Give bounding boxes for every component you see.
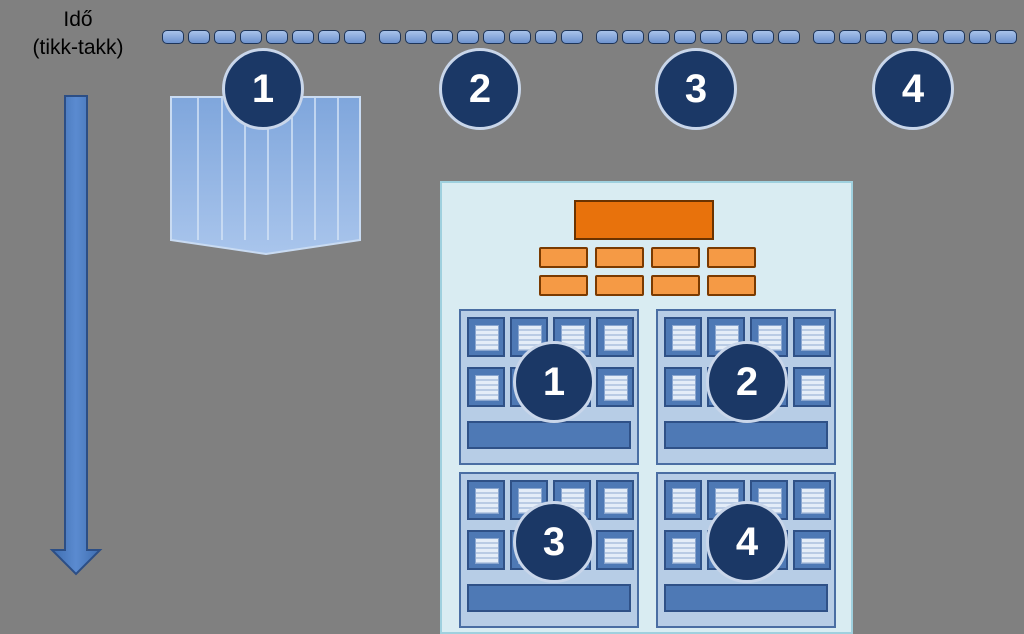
execution-unit [596,317,634,357]
cache-segment [651,275,700,296]
execution-unit [596,367,634,407]
core-bar [664,584,828,612]
thread-badge-4: 4 [872,48,954,130]
thread-segment [561,30,583,44]
execution-unit [467,317,505,357]
execution-unit [596,480,634,520]
execution-unit [467,367,505,407]
thread-badge-3: 3 [655,48,737,130]
thread-segment [891,30,913,44]
thread-segment [344,30,366,44]
thread-badge-label: 4 [901,66,925,111]
time-axis-label: Idő (tikk-takk) [8,6,148,62]
thread-segment [917,30,939,44]
thread-segment [318,30,340,44]
core-bar [467,421,631,449]
thread-chain-4 [813,30,1019,46]
thread-badge-2: 2 [439,48,521,130]
core-badge-label: 1 [542,359,566,404]
execution-unit [664,530,702,570]
core-badge-1: 1 [513,341,595,423]
thread-segment [292,30,314,44]
thread-segment [648,30,670,44]
thread-segment [752,30,774,44]
thread-segment [379,30,401,44]
thread-segment [674,30,696,44]
thread-badge-label: 1 [251,66,275,111]
thread-badge-1: 1 [222,48,304,130]
cache-segment [595,275,644,296]
core-3: 3 [459,472,639,628]
thread-chain-2 [379,30,585,46]
thread-chain-1 [162,30,368,46]
thread-segment [726,30,748,44]
thread-segment [405,30,427,44]
thread-badge-label: 3 [684,66,708,111]
thread-badge-label: 2 [468,66,492,111]
core-badge-2: 2 [706,341,788,423]
cache-segment [539,247,588,268]
execution-unit [553,480,591,520]
core-badge-label: 3 [542,519,566,564]
time-axis-unit: (tikk-takk) [32,36,124,59]
multicore-processor: 1 2 3 4 [440,181,853,634]
core-4: 4 [656,472,836,628]
thread-segment [266,30,288,44]
cache-segment [651,247,700,268]
cache-segment [595,247,644,268]
thread-segment [162,30,184,44]
time-arrow-icon [49,95,103,576]
thread-segment [839,30,861,44]
thread-segment [813,30,835,44]
execution-unit [596,530,634,570]
execution-unit [664,367,702,407]
core-bar [664,421,828,449]
thread-segment [700,30,722,44]
core-badge-4: 4 [706,501,788,583]
thread-segment [214,30,236,44]
thread-segment [509,30,531,44]
thread-segment [457,30,479,44]
execution-unit [793,317,831,357]
thread-segment [483,30,505,44]
thread-chain-3 [596,30,802,46]
thread-segment [995,30,1017,44]
thread-segment [943,30,965,44]
thread-segment [969,30,991,44]
instruction-block [170,96,361,256]
cache-segment [539,275,588,296]
core-bar [467,584,631,612]
core-badge-3: 3 [513,501,595,583]
thread-segment [865,30,887,44]
execution-unit [467,530,505,570]
shared-cache-block [574,200,714,240]
core-badge-label: 4 [735,519,759,564]
core-1: 1 [459,309,639,465]
cache-segment [707,275,756,296]
execution-unit [467,480,505,520]
execution-unit [664,317,702,357]
thread-segment [778,30,800,44]
core-2: 2 [656,309,836,465]
execution-unit [793,367,831,407]
thread-segment [596,30,618,44]
thread-segment [431,30,453,44]
thread-segment [535,30,557,44]
execution-unit [793,480,831,520]
time-axis-title: Idő [63,8,93,31]
execution-unit [664,480,702,520]
cache-segment [707,247,756,268]
thread-segment [188,30,210,44]
thread-segment [622,30,644,44]
thread-segment [240,30,262,44]
core-badge-label: 2 [735,359,759,404]
execution-unit [793,530,831,570]
execution-unit [707,480,745,520]
